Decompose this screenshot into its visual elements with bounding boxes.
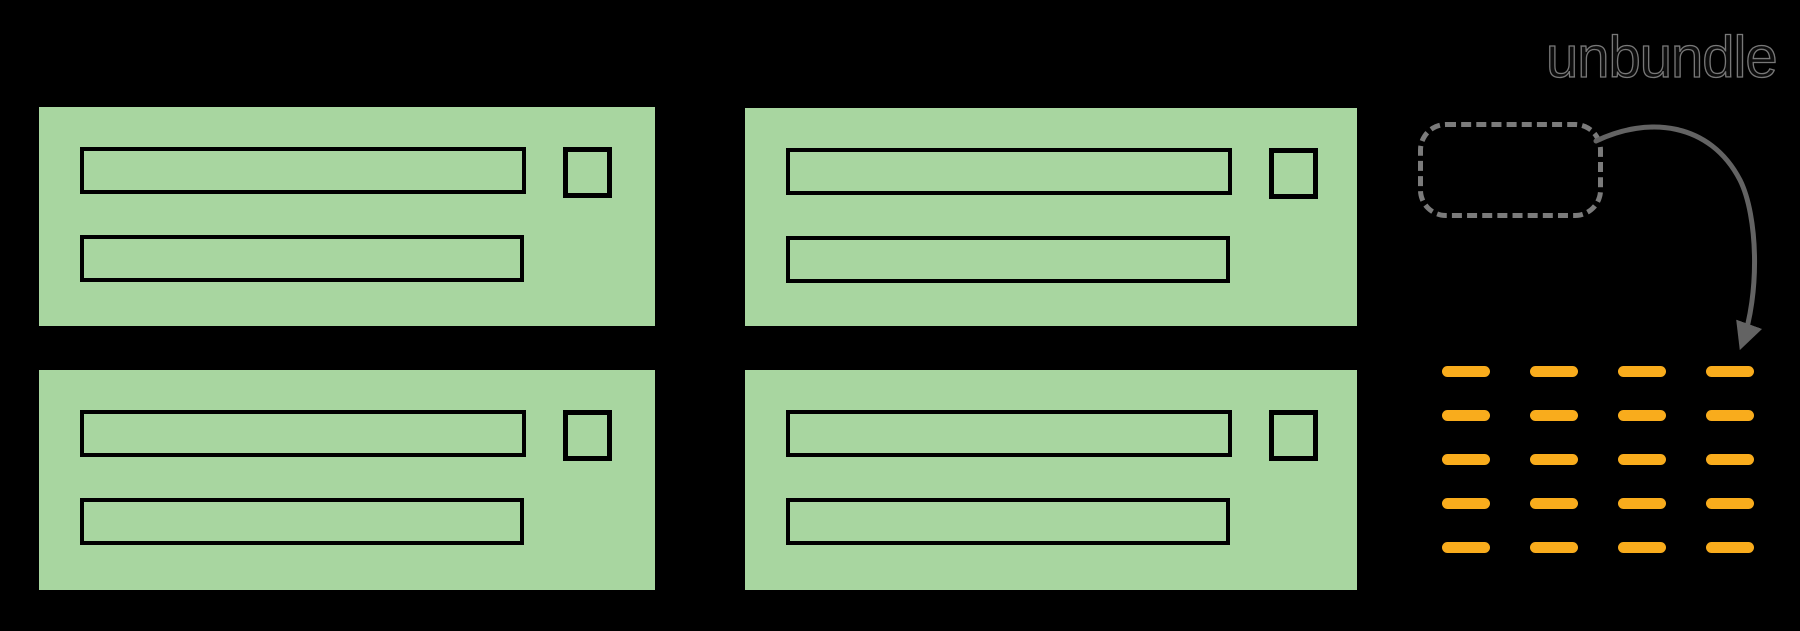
text-bar [786, 236, 1230, 283]
token-grid [1442, 366, 1754, 553]
token-dash [1442, 498, 1490, 509]
token-dash [1706, 410, 1754, 421]
bundle-token-square [1445, 152, 1498, 202]
token-dash [1442, 454, 1490, 465]
checkbox-square [563, 147, 612, 198]
checkbox-square [1269, 410, 1318, 461]
text-bar [786, 498, 1230, 545]
token-dash [1530, 498, 1578, 509]
text-bar [786, 148, 1232, 195]
text-bar [80, 498, 524, 545]
token-dash [1530, 366, 1578, 377]
document-card-bottom-left [39, 370, 655, 590]
token-dash [1618, 498, 1666, 509]
token-dash [1706, 498, 1754, 509]
token-dash [1442, 542, 1490, 553]
text-bar [80, 147, 526, 194]
token-dash [1442, 366, 1490, 377]
bundle-group-dashed-box [1418, 122, 1603, 218]
token-dash [1618, 454, 1666, 465]
text-bar [80, 410, 526, 457]
token-dash [1618, 410, 1666, 421]
document-card-top-right [745, 108, 1357, 326]
unbundle-label: unbundle [1545, 25, 1778, 90]
text-bar [786, 410, 1232, 457]
token-dash [1618, 542, 1666, 553]
token-dash [1442, 410, 1490, 421]
checkbox-square [1269, 148, 1318, 199]
checkbox-square [563, 410, 612, 461]
token-dash [1530, 454, 1578, 465]
document-card-top-left [39, 107, 655, 326]
token-dash [1618, 366, 1666, 377]
document-card-bottom-right [745, 370, 1357, 590]
text-bar [80, 235, 524, 282]
token-dash [1706, 454, 1754, 465]
token-dash [1530, 542, 1578, 553]
token-dash [1530, 410, 1578, 421]
bundle-token-square [1534, 152, 1587, 202]
token-dash [1706, 542, 1754, 553]
token-dash [1706, 366, 1754, 377]
